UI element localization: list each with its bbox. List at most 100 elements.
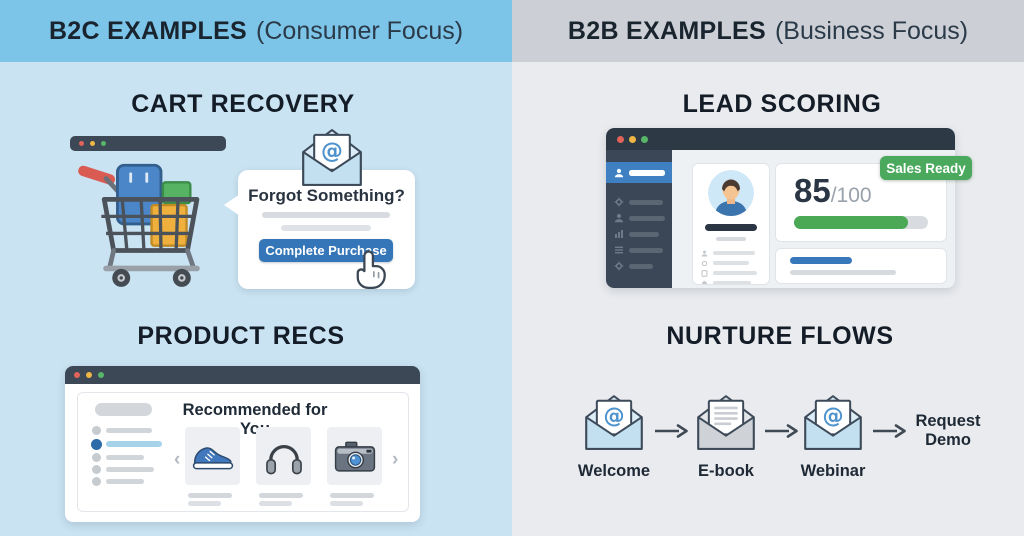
product-text-placeholder bbox=[330, 493, 374, 498]
carousel-next-button[interactable]: › bbox=[392, 449, 399, 470]
sidebar-label-placeholder bbox=[629, 199, 663, 205]
bar-chart-icon bbox=[615, 230, 623, 238]
flow-step-label-webinar: Webinar bbox=[800, 462, 866, 480]
complete-purchase-button[interactable]: Complete Purchase bbox=[259, 239, 393, 262]
sidebar-item[interactable] bbox=[606, 224, 672, 244]
svg-text:@: @ bbox=[822, 403, 843, 428]
flow-arrow-icon bbox=[873, 424, 906, 438]
sidebar-item-contacts-active[interactable] bbox=[606, 162, 672, 183]
gear-icon bbox=[614, 261, 624, 271]
nav-dot-active-icon[interactable] bbox=[91, 439, 102, 450]
dashboard-sidebar bbox=[606, 150, 672, 288]
logo-placeholder bbox=[95, 403, 152, 416]
product-card-sneaker[interactable] bbox=[185, 427, 240, 485]
window-dot-red-icon bbox=[617, 135, 624, 143]
product-recs-window: Recommended for You ‹ › bbox=[65, 366, 420, 522]
gear-icon bbox=[614, 197, 624, 207]
gear-icon bbox=[701, 260, 708, 267]
ebook-email-envelope-icon bbox=[697, 395, 755, 450]
nav-dot-icon[interactable] bbox=[92, 465, 101, 474]
sidebar-item[interactable] bbox=[606, 256, 672, 276]
cursor-hand-icon bbox=[356, 250, 386, 290]
sneaker-icon bbox=[192, 447, 233, 470]
sidebar-item[interactable] bbox=[606, 192, 672, 212]
email-at-envelope-icon: @ bbox=[302, 129, 362, 186]
cart-email-popup: Forgot Something? Complete Purchase bbox=[224, 170, 415, 290]
sidebar-label-placeholder bbox=[629, 263, 653, 269]
window-titlebar bbox=[65, 366, 420, 384]
avatar bbox=[708, 170, 754, 216]
product-text-placeholder bbox=[259, 501, 292, 506]
welcome-email-envelope-icon: @ bbox=[585, 395, 643, 450]
product-text-placeholder bbox=[188, 501, 221, 506]
b2c-header-sub: (Consumer Focus) bbox=[256, 16, 464, 45]
placeholder-line bbox=[262, 212, 390, 218]
nav-item-placeholder[interactable] bbox=[106, 455, 144, 460]
window-dot-green-icon bbox=[641, 135, 648, 143]
flow-arrow-icon bbox=[765, 424, 798, 438]
lead-scoring-window: 85/100 bbox=[606, 128, 955, 288]
b2b-header-bold: B2B EXAMPLES bbox=[567, 16, 766, 45]
lead-profile-card bbox=[692, 163, 770, 285]
sidebar-label-placeholder bbox=[629, 231, 659, 237]
window-dot-green-icon bbox=[101, 141, 106, 146]
window-dot-green-icon bbox=[98, 372, 104, 378]
sidebar-label-placeholder bbox=[629, 169, 665, 176]
product-card-camera[interactable] bbox=[327, 427, 382, 485]
product-recs-title: PRODUCT RECS bbox=[137, 322, 345, 350]
nav-item-placeholder[interactable] bbox=[106, 428, 152, 433]
email-heading: Forgot Something? bbox=[248, 186, 405, 205]
nav-dot-icon[interactable] bbox=[92, 477, 101, 486]
shopping-cart-icon bbox=[78, 163, 200, 287]
product-text-placeholder bbox=[330, 501, 363, 506]
window-dot-yellow-icon bbox=[86, 372, 92, 378]
lead-scoring-title: LEAD SCORING bbox=[682, 90, 882, 118]
b2c-header-bold: B2C EXAMPLES bbox=[48, 16, 248, 45]
product-card-headphones[interactable] bbox=[256, 427, 311, 485]
b2c-header: B2C EXAMPLES (Consumer Focus) bbox=[0, 0, 512, 62]
activity-highlight-bar bbox=[790, 257, 852, 264]
sidebar-label-placeholder bbox=[629, 247, 663, 253]
placeholder-line bbox=[281, 225, 371, 231]
nav-item-active[interactable] bbox=[106, 441, 162, 447]
lead-activity-card bbox=[775, 248, 947, 284]
mini-browser-bar bbox=[70, 136, 226, 151]
recs-panel: Recommended for You ‹ › bbox=[77, 392, 409, 512]
lead-name-placeholder bbox=[705, 224, 757, 231]
camera-icon bbox=[334, 441, 375, 472]
activity-placeholder-bar bbox=[790, 270, 896, 275]
nav-dot-icon[interactable] bbox=[92, 426, 101, 435]
flow-goal-label: Request Demo bbox=[915, 412, 981, 449]
nurture-flows-title: NURTURE FLOWS bbox=[666, 322, 894, 350]
webinar-email-envelope-icon: @ bbox=[804, 395, 862, 450]
product-text-placeholder bbox=[188, 493, 232, 498]
lead-field-placeholder bbox=[713, 261, 749, 265]
product-text-placeholder bbox=[259, 493, 303, 498]
sidebar-item[interactable] bbox=[606, 208, 672, 228]
flow-step-label-welcome: Welcome bbox=[577, 462, 651, 480]
nav-item-placeholder[interactable] bbox=[106, 479, 144, 484]
dot-icon bbox=[702, 281, 707, 284]
svg-text:@: @ bbox=[321, 139, 343, 164]
lead-field-placeholder bbox=[713, 251, 755, 255]
nav-item-placeholder[interactable] bbox=[106, 467, 154, 472]
lead-subtitle-placeholder bbox=[716, 237, 746, 241]
window-dot-yellow-icon bbox=[90, 141, 95, 146]
lead-score-max: /100 bbox=[830, 184, 872, 207]
sidebar-label-placeholder bbox=[629, 215, 665, 221]
sales-ready-badge: Sales Ready bbox=[880, 156, 972, 180]
user-icon bbox=[614, 168, 624, 177]
score-progress-track bbox=[794, 216, 928, 229]
flow-arrow-icon bbox=[655, 424, 688, 438]
carousel-prev-button[interactable]: ‹ bbox=[174, 449, 181, 470]
window-dot-yellow-icon bbox=[629, 135, 636, 143]
user-icon bbox=[614, 213, 624, 223]
window-titlebar bbox=[606, 128, 955, 150]
nav-dot-icon[interactable] bbox=[92, 453, 101, 462]
lead-score-value: 85 bbox=[794, 172, 831, 209]
window-dot-red-icon bbox=[79, 141, 84, 146]
cart-recovery-title: CART RECOVERY bbox=[131, 90, 355, 118]
sidebar-item[interactable] bbox=[606, 240, 672, 260]
b2b-header: B2B EXAMPLES (Business Focus) bbox=[512, 0, 1024, 62]
